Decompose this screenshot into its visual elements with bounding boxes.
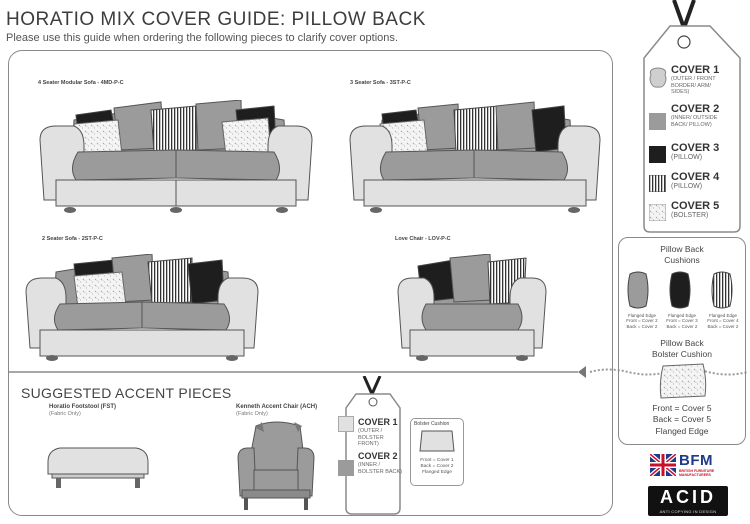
cover1-sub: (OUTER / FRONT BORDER/ ARM/ SIDES) (671, 76, 716, 96)
footstool-note: (Fabric Only) (49, 411, 81, 417)
cushions-title: Pillow Back Cushions (660, 244, 704, 265)
accent-chair-note: (Fabric Only) (236, 411, 268, 417)
accent-section-title: SUGGESTED ACCENT PIECES (21, 385, 232, 401)
bfm-subtext: BRITISH FURNITURE MANUFACTURERS (679, 469, 715, 478)
cover4-sub: (PILLOW) (671, 183, 703, 190)
page-subtitle: Please use this guide when ordering the … (6, 32, 398, 44)
bfm-logo: BFM BRITISH FURNITURE MANUFACTURERS (648, 452, 728, 486)
leather-hide-icon (649, 67, 667, 88)
cover5-title: COVER 5 (671, 200, 720, 212)
cushion-caption-2: Flanged Edge Front = Cover 3 Back = Cove… (666, 313, 698, 329)
cover-tag (643, 0, 741, 233)
accent-cover2-title: COVER 2 (358, 451, 398, 461)
bolster-cushion-icon (659, 363, 707, 399)
cushion-caption-1: Flanged Edge Front = Cover 2 Back = Cove… (626, 313, 658, 329)
cover3-title: COVER 3 (671, 142, 720, 154)
cover3-sub: (PILLOW) (671, 154, 703, 161)
accent-bolster-title: Bolster Cushion (414, 421, 450, 427)
sofa-2-seater-illustration (25, 254, 259, 361)
sofa-panel (8, 50, 613, 516)
footstool-name: Horatio Footstool (FST) (49, 404, 116, 410)
cover2-sub: (INNER/ OUTSIDE BACK/ PILLOW) (671, 115, 718, 128)
sofa-label-2-seater: 2 Seater Sofa - 2ST-P-C (42, 236, 103, 242)
cover4-title: COVER 4 (671, 171, 720, 183)
accent-cover1-title: COVER 1 (358, 417, 398, 427)
sofa-label-3-seater: 3 Seater Sofa - 3ST-P-C (350, 80, 411, 86)
cover4-swatch (649, 175, 666, 192)
footstool-illustration (47, 447, 149, 488)
cover2-title: COVER 2 (671, 103, 720, 115)
sofa-label-4-seater: 4 Seater Modular Sofa - 4MD-P-C (38, 80, 124, 86)
bolster-lines: Front = Cover 5 Back = Cover 5 Flanged E… (652, 403, 712, 436)
accent-chair-name: Kenneth Accent Chair (ACH) (236, 404, 318, 410)
acid-subtext: ANTI COPYING IN DESIGN (659, 509, 717, 514)
accent-cover2-swatch (338, 460, 354, 476)
union-flag-icon (650, 454, 676, 476)
love-chair-illustration (397, 254, 547, 361)
cover2-swatch (649, 113, 666, 130)
cover5-swatch (649, 204, 666, 221)
page-title: HORATIO MIX COVER GUIDE: PILLOW BACK (6, 9, 426, 30)
bolster-title: Pillow Back Bolster Cushion (651, 338, 712, 359)
bfm-text: BFM (679, 452, 713, 469)
cushion-caption-3: Flanged Edge Front = Cover 4 Back = Cove… (707, 313, 739, 329)
accent-cover-tag (345, 376, 401, 515)
accent-bolster-box (410, 418, 464, 486)
accent-bolster-icon (419, 430, 455, 452)
sofa-4-seater-illustration (39, 100, 313, 213)
section-divider (8, 366, 748, 378)
accent-chair-illustration (237, 421, 315, 510)
sofa-3-seater-illustration (349, 101, 601, 213)
accent-cover1-sub: (OUTER / BOLSTER FRONT) (358, 428, 384, 448)
cover3-swatch (649, 146, 666, 163)
sofa-label-love-chair: Love Chair - LOV-P-C (395, 236, 451, 242)
accent-cover1-swatch (338, 416, 354, 432)
cover5-sub: (BOLSTER) (671, 212, 709, 219)
cushion-guide-box (618, 237, 746, 445)
acid-logo: ACID ANTI COPYING IN DESIGN (648, 486, 728, 516)
pillow-cushion-icons (627, 271, 733, 309)
accent-cover2-sub: (INNER / BOLSTER BACK) (358, 462, 403, 475)
accent-bolster-lines: Front = Cover 1 Back = Cover 2 Flanged E… (420, 458, 454, 476)
acid-text: ACID (660, 487, 716, 507)
cover1-title: COVER 1 (671, 64, 720, 76)
